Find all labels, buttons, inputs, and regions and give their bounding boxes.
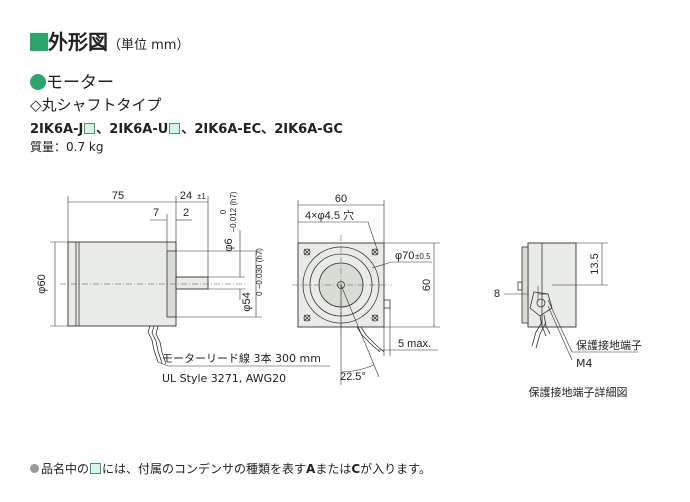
note-bullet-icon — [30, 464, 39, 473]
footer-note: 品名中のには、付属のコンデンサの種類を表すAまたはCが入ります。 — [30, 460, 431, 477]
dim-24-tolerance: ±1 — [197, 192, 206, 201]
dim-phi6: φ6 — [223, 238, 235, 251]
dim-5-max: 5 max. — [398, 338, 431, 350]
front-view — [292, 200, 440, 385]
subsection-heading: ◇丸シャフトタイプ — [30, 96, 162, 114]
detail-caption: 保護接地端子詳細図 — [529, 385, 628, 399]
dim-60-right: 60 — [421, 279, 433, 291]
leadwire-label-2: UL Style 3271, AWG20 — [162, 372, 286, 385]
model-2: 、2IK6A-U — [96, 122, 169, 137]
m4-label: M4 — [576, 357, 593, 370]
motor-shaft — [175, 276, 209, 290]
capacitor-placeholder-icon — [90, 463, 102, 474]
note-a: A — [306, 462, 316, 476]
dim-phi6-tol-bottom: −0.012 (h7) — [229, 191, 238, 232]
capacitor-placeholder-icon — [84, 123, 96, 134]
detail-flange — [521, 246, 529, 324]
dim-60-top: 60 — [335, 193, 347, 205]
dim-holes: 4×φ4.5 穴 — [305, 208, 354, 222]
note-or: または — [315, 462, 352, 476]
dim-phi54-tolerance: 0 −0.030 (h7) — [255, 248, 264, 296]
dim-2: 2 — [183, 207, 189, 219]
section-bullet-icon — [30, 74, 46, 90]
note-middle: には、付属のコンデンサの種類を表す — [102, 462, 307, 476]
section-heading: モーター — [30, 68, 114, 93]
dim-angle: 22.5° — [340, 371, 366, 383]
note-c: C — [351, 462, 361, 476]
side-view — [50, 196, 330, 367]
capacitor-placeholder-icon — [169, 123, 181, 134]
page-title: 外形図（単位 mm） — [30, 26, 189, 55]
title-text: 外形図 — [48, 30, 108, 54]
ground-detail-view — [504, 242, 638, 361]
title-square-icon — [30, 33, 48, 51]
dim-phi60: φ60 — [36, 274, 48, 293]
dim-13-5: 13.5 — [589, 253, 601, 274]
section-text: モーター — [46, 73, 114, 93]
dim-phi70: φ70 — [395, 250, 414, 262]
dim-24: 24 — [180, 190, 192, 202]
ground-terminal-label: 保護接地端子 — [576, 338, 642, 352]
note-before: 品名中の — [41, 462, 90, 476]
dim-phi6-tol-top: 0 — [219, 209, 228, 214]
dim-phi70-tolerance: ±0.5 — [415, 252, 431, 261]
dim-7: 7 — [153, 207, 159, 219]
model-1: 2IK6A-J — [30, 122, 84, 137]
leadwire-label-1: モーターリード線 3本 300 mm — [162, 351, 321, 365]
mass-label: 質量：0.7 kg — [30, 140, 104, 154]
model-3: 、2IK6A-EC、2IK6A-GC — [181, 122, 343, 137]
unit-label: （単位 mm） — [108, 38, 190, 53]
dim-8: 8 — [494, 288, 500, 300]
note-after: が入ります。 — [360, 462, 431, 476]
dim-phi54: φ54 — [241, 292, 253, 311]
model-list: 2IK6A-J 、2IK6A-U 、2IK6A-EC、2IK6A-GC — [30, 118, 343, 137]
dim-75: 75 — [112, 190, 124, 202]
